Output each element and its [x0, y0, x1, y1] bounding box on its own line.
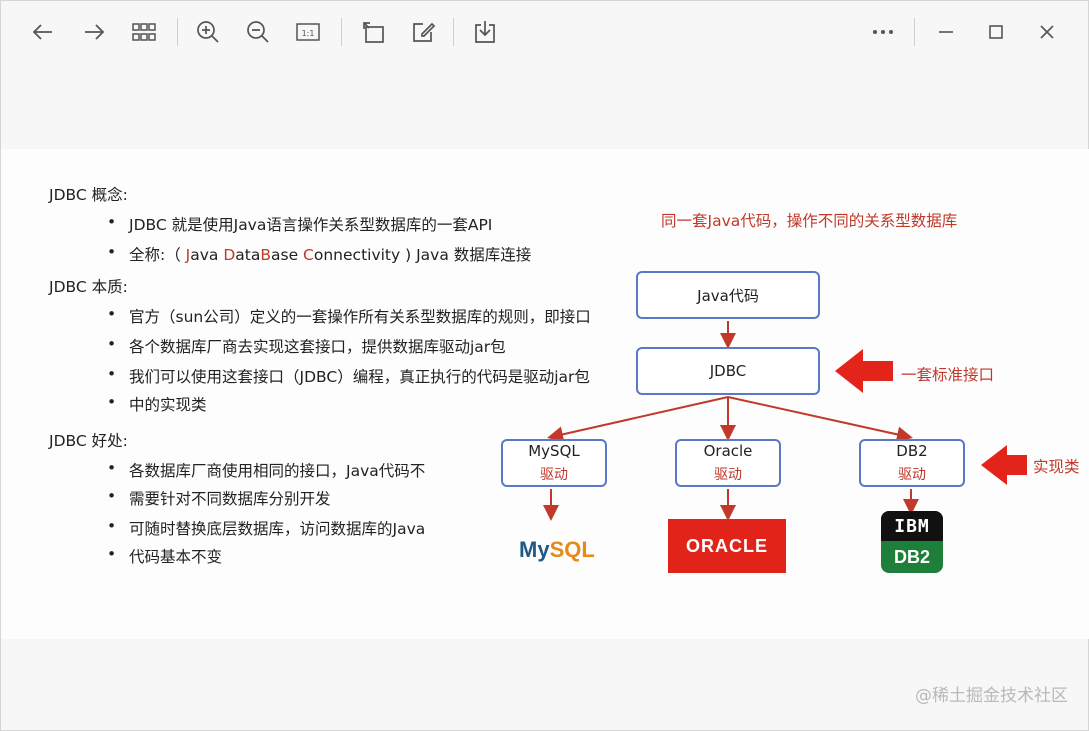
bullet-item: 官方（sun公司）定义的一套操作所有关系型数据库的规则，即接口 — [107, 305, 591, 327]
toolbar-separator — [914, 18, 915, 46]
back-arrow-icon[interactable] — [26, 15, 60, 49]
interface-label: 一套标准接口 — [901, 366, 995, 384]
oracle-logo: ORACLE — [668, 519, 786, 573]
toolbar-separator — [453, 18, 454, 46]
toolbar-separator — [177, 18, 178, 46]
arrow-jdbc-to-mysql — [547, 396, 729, 443]
diagram-connectors — [543, 321, 1027, 521]
bullet-item-continued: 中的实现类 — [107, 393, 206, 415]
ibm-db2-logo: IBM DB2 — [881, 511, 943, 573]
actual-size-label: 1:1 — [302, 29, 315, 38]
bullet-item-continued: 需要针对不同数据库分别开发 — [107, 487, 330, 509]
actual-size-icon[interactable]: 1:1 — [291, 15, 325, 49]
big-arrow-interface — [835, 349, 893, 393]
rotate-icon[interactable] — [357, 15, 391, 49]
slide-image: JDBC 概念: JDBC 就是使用Java语言操作关系型数据库的一套API 全… — [1, 149, 1089, 639]
bullet-item: JDBC 就是使用Java语言操作关系型数据库的一套API — [107, 213, 492, 235]
download-icon[interactable] — [468, 15, 502, 49]
arrow-jdbc-to-db2 — [727, 396, 913, 443]
maximize-icon[interactable] — [979, 15, 1013, 49]
more-icon[interactable] — [866, 15, 900, 49]
minimize-icon[interactable] — [929, 15, 963, 49]
grid-view-icon[interactable] — [127, 15, 161, 49]
zoom-in-icon[interactable] — [191, 15, 225, 49]
edit-icon[interactable] — [406, 15, 440, 49]
bullet-item-continued: 代码基本不变 — [107, 545, 222, 567]
java-code-box: Java代码 — [636, 271, 820, 319]
bullet-item: 可随时替换底层数据库，访问数据库的Java — [107, 517, 425, 539]
impl-class-label: 实现类 — [1033, 458, 1080, 476]
close-icon[interactable] — [1030, 15, 1064, 49]
bullet-item: 全称:（ Java DataBase Connectivity ) Java 数… — [107, 243, 531, 265]
bullet-item: 各个数据库厂商去实现这套接口，提供数据库驱动jar包 — [107, 335, 506, 357]
jdbc-architecture-diagram: 同一套Java代码，操作不同的关系型数据库 Java代码 JDBC 一套标准接口… — [491, 199, 1080, 639]
watermark: @稀土掘金技术社区 — [915, 686, 1068, 706]
bullet-item: 我们可以使用这套接口（JDBC）编程，真正执行的代码是驱动jar包 — [107, 365, 590, 387]
section-title-benefits: JDBC 好处: — [49, 432, 128, 450]
section-title-essence: JDBC 本质: — [49, 278, 128, 296]
section-title-concept: JDBC 概念: — [49, 186, 128, 204]
zoom-out-icon[interactable] — [241, 15, 275, 49]
forward-arrow-icon[interactable] — [77, 15, 111, 49]
bullet-item: 各数据库厂商使用相同的接口，Java代码不 — [107, 459, 425, 481]
mysql-logo: MySQL — [519, 537, 595, 562]
big-arrow-impl — [981, 445, 1027, 485]
diagram-title: 同一套Java代码，操作不同的关系型数据库 — [661, 212, 958, 230]
toolbar-separator — [341, 18, 342, 46]
toolbar: 1:1 — [1, 1, 1088, 63]
jdbc-box: JDBC — [636, 347, 820, 395]
